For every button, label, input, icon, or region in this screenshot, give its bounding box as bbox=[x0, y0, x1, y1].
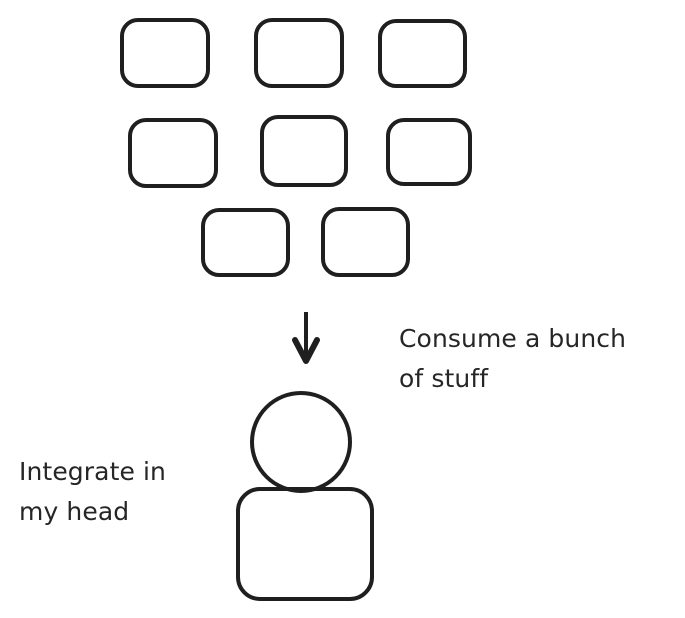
label-integrate-line1: Integrate in bbox=[19, 457, 166, 486]
person-body bbox=[236, 487, 374, 601]
label-consume-line1: Consume a bunch bbox=[399, 324, 627, 353]
content-box-r3-c2 bbox=[321, 207, 410, 277]
label-integrate-line2: my head bbox=[19, 497, 130, 526]
arrow-down-icon bbox=[292, 312, 320, 364]
content-box-r2-c3 bbox=[386, 118, 472, 186]
content-box-r1-c2 bbox=[254, 18, 344, 88]
content-box-r3-c1 bbox=[201, 208, 290, 277]
arrow-head bbox=[292, 337, 320, 364]
label-integrate-in-my-head: Integrate in my head bbox=[19, 452, 166, 532]
content-box-r1-c3 bbox=[378, 19, 467, 88]
label-consume-a-bunch-of-stuff: Consume a bunch of stuff bbox=[399, 319, 626, 399]
person-head bbox=[250, 391, 352, 493]
content-boxes-group bbox=[120, 18, 472, 277]
person-icon bbox=[236, 391, 374, 601]
content-box-r2-c1 bbox=[128, 118, 218, 188]
label-consume-line2: of stuff bbox=[399, 364, 489, 393]
content-box-r1-c1 bbox=[120, 18, 210, 88]
content-box-r2-c2 bbox=[260, 115, 348, 187]
